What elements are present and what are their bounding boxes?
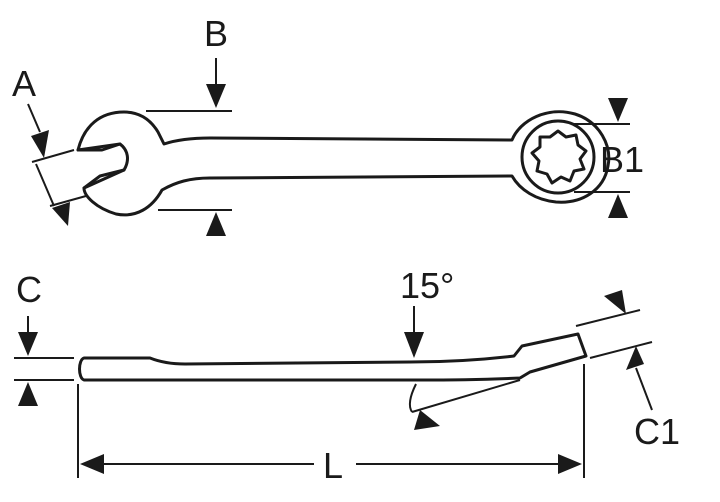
a-extension-top	[31, 149, 75, 163]
c1-extension-top	[575, 309, 641, 327]
dimension-b: B	[146, 13, 232, 236]
b-arrow-bottom	[206, 212, 226, 236]
ring-end-12-point	[530, 129, 588, 185]
label-c: C	[16, 269, 42, 310]
label-angle: 15°	[400, 265, 454, 306]
label-l: L	[323, 445, 343, 486]
c1-arrow-bottom	[626, 346, 644, 370]
b-arrow-top	[206, 84, 226, 108]
c-arrow-bottom	[18, 382, 38, 406]
dimension-b1: B1	[574, 98, 644, 218]
angle-arc	[408, 383, 417, 413]
dimension-a: A	[12, 63, 87, 226]
c-arrow-top	[18, 332, 38, 356]
wrench-top-view	[76, 110, 611, 217]
dimension-c1: C1	[575, 290, 680, 452]
label-c1: C1	[634, 411, 680, 452]
a-extension-bottom	[49, 195, 87, 207]
dimension-angle: 15°	[400, 265, 521, 430]
l-arrow-left	[80, 454, 104, 474]
dimension-c: C	[14, 269, 74, 406]
label-a: A	[12, 63, 36, 104]
c1-leader	[635, 367, 653, 411]
angle-ray	[411, 379, 521, 413]
l-arrow-right	[558, 454, 582, 474]
c1-extension-bottom	[589, 341, 653, 359]
dimension-l: L	[77, 364, 585, 486]
c1-arrow-top	[604, 290, 626, 314]
wrench-side-view	[78, 332, 588, 382]
angle-arrow-bottom	[414, 410, 440, 430]
side-profile	[78, 332, 588, 382]
open-end-jaw	[76, 110, 611, 217]
a-arrow-top	[31, 130, 49, 158]
b1-arrow-bottom	[608, 194, 628, 218]
open-end-mouth	[76, 142, 126, 190]
label-b1: B1	[600, 139, 644, 180]
angle-arrow-top	[404, 332, 424, 358]
b1-arrow-top	[608, 98, 628, 122]
label-b: B	[204, 13, 228, 54]
ring-end-outer	[520, 119, 596, 195]
a-dimension-line	[35, 163, 55, 207]
a-arrow-bottom	[52, 202, 70, 226]
a-leader	[27, 103, 41, 133]
